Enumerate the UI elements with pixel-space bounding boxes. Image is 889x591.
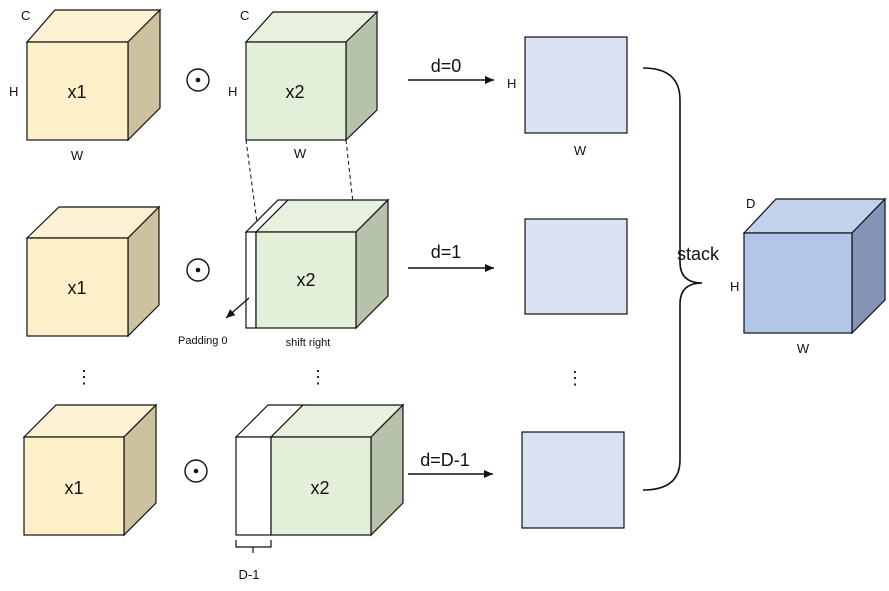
x1-label: x1 — [67, 82, 86, 102]
x1-cube-row1: x1 — [25, 8, 162, 142]
pad-width-bracket: D-1 — [235, 540, 272, 582]
x2-label: x2 — [285, 82, 304, 102]
x2-cube-row2-shifted: x2 — [244, 198, 390, 330]
arrow-dD: d=D-1 — [408, 450, 493, 478]
padding-pointer: Padding 0 — [178, 297, 250, 347]
x2-cube-row3-shifted: x2 — [234, 403, 405, 537]
dim-w-label: W — [71, 148, 84, 163]
padding-label: Padding 0 — [178, 335, 228, 347]
stack-label: stack — [677, 244, 720, 264]
x2-label: x2 — [296, 270, 315, 290]
dim-d-label: D — [746, 196, 755, 211]
hadamard-operator-row3 — [184, 459, 208, 483]
projection-lines — [245, 139, 357, 231]
shift-right-label: shift right — [286, 337, 331, 349]
output-slice-row3 — [521, 431, 625, 529]
x2-label: x2 — [310, 478, 329, 498]
dim-w-label: W — [797, 341, 810, 356]
arrow-d0-label: d=0 — [431, 56, 462, 76]
ellipsis-x2: ⋮ — [309, 367, 327, 387]
dim-h-label: H — [9, 84, 18, 99]
x1-label: x1 — [64, 478, 83, 498]
output-slice-row2 — [524, 218, 628, 315]
stack-brace — [642, 67, 703, 491]
ellipsis-slices: ⋮ — [566, 368, 584, 388]
output-volume-cube — [742, 197, 887, 335]
arrow-dD-label: d=D-1 — [420, 450, 470, 470]
arrow-d1-label: d=1 — [431, 242, 462, 262]
x1-cube-row2: x1 — [25, 205, 161, 338]
dim-c-label: C — [21, 8, 30, 23]
hadamard-operator-row2 — [186, 258, 210, 282]
output-slice-row1 — [524, 36, 628, 134]
x2-cube-row1: x2 — [244, 10, 379, 142]
arrow-d0: d=0 — [408, 56, 494, 84]
ellipsis-x1: ⋮ — [75, 367, 93, 387]
x1-label: x1 — [67, 278, 86, 298]
dim-h-label: H — [228, 84, 237, 99]
dim-h-label: H — [507, 76, 516, 91]
dim-w-label: W — [574, 143, 587, 158]
arrow-d1: d=1 — [408, 242, 494, 272]
x1-cube-row3: x1 — [22, 403, 158, 537]
dim-c-label: C — [240, 8, 249, 23]
dim-w-label: W — [294, 146, 307, 161]
dim-h-label: H — [730, 279, 739, 294]
hadamard-operator-row1 — [186, 68, 210, 92]
pad-width-label: D-1 — [239, 567, 260, 582]
